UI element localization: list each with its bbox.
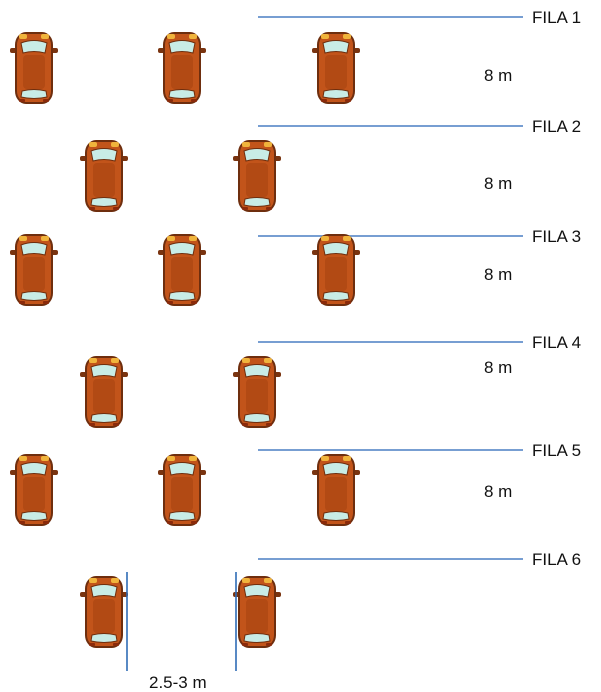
row-label-6: FILA 6 [532, 550, 581, 569]
car-icon [157, 454, 207, 526]
car-icon [232, 140, 282, 212]
car-icon [79, 576, 129, 648]
car-icon [157, 32, 207, 104]
row-label-5: FILA 5 [532, 441, 581, 460]
car-icon [311, 454, 361, 526]
spacing-label-2: 8 m [484, 174, 512, 193]
row-label-1: FILA 1 [532, 8, 581, 27]
car-icon [9, 234, 59, 306]
spacing-labels: 8 m 8 m 8 m 8 m 8 m [484, 66, 512, 501]
car-icon [79, 356, 129, 428]
spacing-label-5: 8 m [484, 482, 512, 501]
row-label-2: FILA 2 [532, 117, 581, 136]
row-lines [258, 16, 523, 560]
width-dimension: 2.5-3 m [126, 572, 237, 692]
spacing-label-1: 8 m [484, 66, 512, 85]
row-labels: FILA 1 FILA 2 FILA 3 FILA 4 FILA 5 FILA … [532, 8, 581, 569]
row-label-4: FILA 4 [532, 333, 581, 352]
cars [9, 32, 361, 648]
car-icon [79, 140, 129, 212]
car-icon [232, 576, 282, 648]
car-icon [311, 32, 361, 104]
car-icon [9, 454, 59, 526]
spacing-label-3: 8 m [484, 265, 512, 284]
car-icon [232, 356, 282, 428]
car-icon [311, 234, 361, 306]
car-icon [9, 32, 59, 104]
width-label: 2.5-3 m [149, 673, 207, 692]
spacing-label-4: 8 m [484, 358, 512, 377]
car-icon [157, 234, 207, 306]
row-label-3: FILA 3 [532, 227, 581, 246]
